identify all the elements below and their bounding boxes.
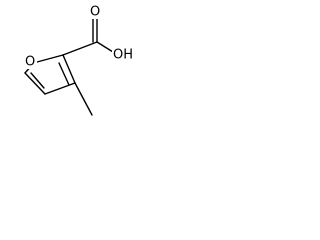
bond-c2-c3-inner bbox=[58, 62, 70, 86]
bond-c2-c3 bbox=[62, 54, 76, 84]
hydroxyl-label: OH bbox=[113, 48, 133, 63]
bond-c4-c5-inner bbox=[30, 72, 45, 89]
ring-oxygen-label: O bbox=[25, 55, 35, 70]
bond-c2-carboxyl-carbon bbox=[62, 41, 98, 56]
molecule-structure: O O OH bbox=[24, 4, 136, 116]
bond-c3-c4 bbox=[44, 82, 76, 95]
carbonyl-oxygen-label: O bbox=[90, 5, 100, 20]
bond-c4-c5 bbox=[24, 72, 46, 95]
bond-o1-c2 bbox=[36, 54, 64, 63]
bond-c3-methyl bbox=[74, 82, 93, 116]
bond-carboxyl-hydroxyl bbox=[96, 41, 114, 53]
